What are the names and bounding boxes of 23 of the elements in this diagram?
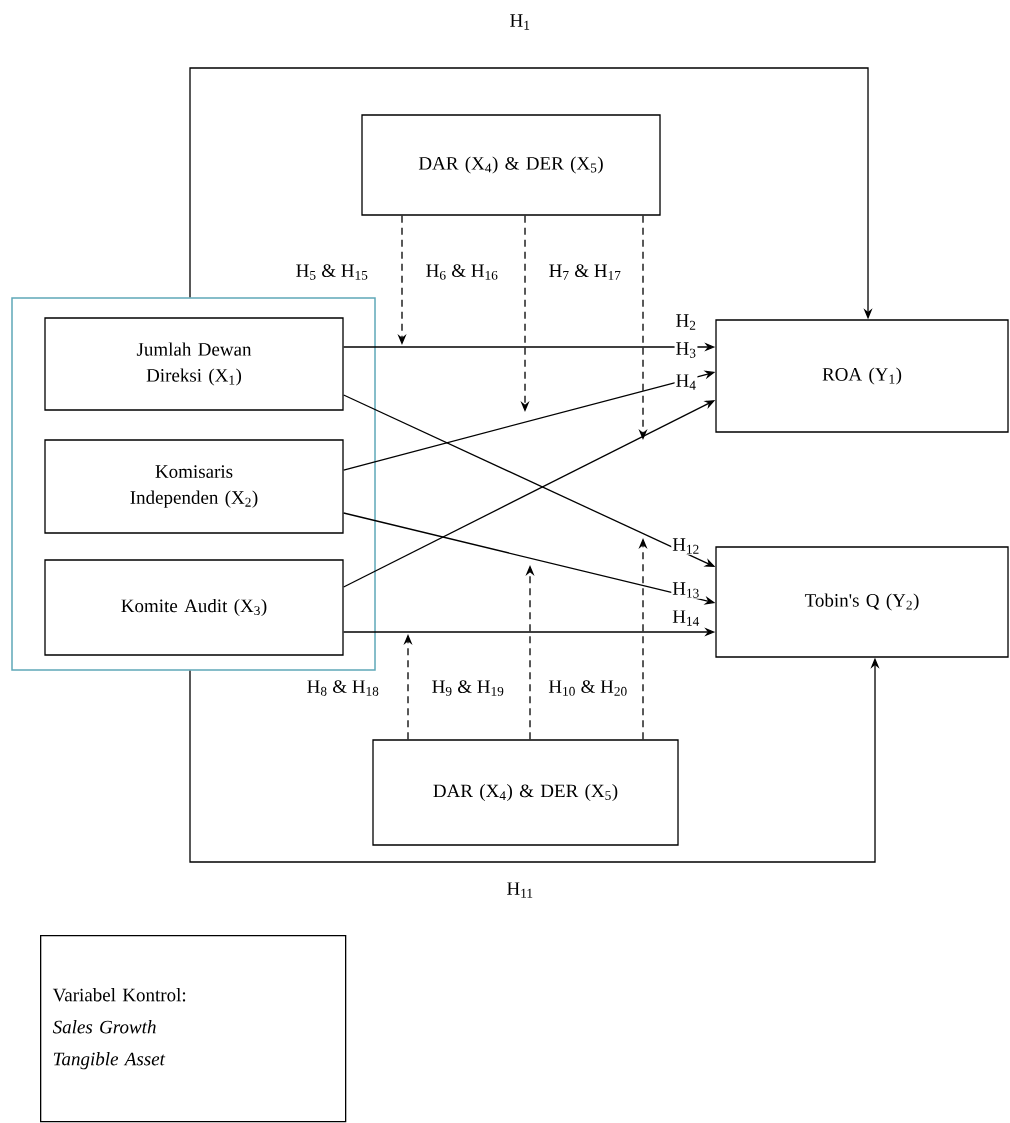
edge-label: H$_{7}$ & H$_{17}$ — [547, 263, 623, 281]
edge-label: H$_{5}$ & H$_{15}$ — [294, 263, 370, 281]
edge-label: H$_{10}$ & H$_{20}$ — [547, 679, 629, 697]
edge-label: H$_{13}$ — [671, 581, 701, 599]
variable-box: Komisaris Independen (X$_{2}$) — [44, 439, 344, 534]
moderator-box: DAR (X$_{4}$) & DER (X$_{5}$) — [361, 114, 661, 216]
control-variable-box: Variabel Kontrol: Sales Growth Tangible Asset — [40, 935, 347, 1123]
edge-label: H$_{6}$ & H$_{16}$ — [424, 263, 500, 281]
outcome-box: Tobin's Q (Y$_{2}$) — [715, 546, 1009, 658]
edge-label: H$_{2}$ — [674, 313, 698, 331]
edge-label: H$_{4}$ — [674, 373, 698, 391]
edge-label: H$_{3}$ — [674, 341, 698, 359]
variable-box: Jumlah Dewan Direksi (X$_{1}$) — [44, 317, 344, 411]
variable-box: Komite Audit (X$_{3}$) — [44, 559, 344, 656]
edge-label: H$_{9}$ & H$_{19}$ — [430, 679, 506, 697]
outcome-box: ROA (Y$_{1}$) — [715, 319, 1009, 433]
moderator-box: DAR (X$_{4}$) & DER (X$_{5}$) — [372, 739, 679, 846]
edge-label: H$_{8}$ & H$_{18}$ — [305, 679, 381, 697]
group-frame — [11, 297, 376, 671]
edge-label: H$_{1}$ — [508, 13, 532, 31]
edge-label: H$_{14}$ — [671, 609, 701, 627]
edge-label: H$_{12}$ — [671, 537, 701, 555]
edge-label: H$_{11}$ — [505, 881, 535, 899]
